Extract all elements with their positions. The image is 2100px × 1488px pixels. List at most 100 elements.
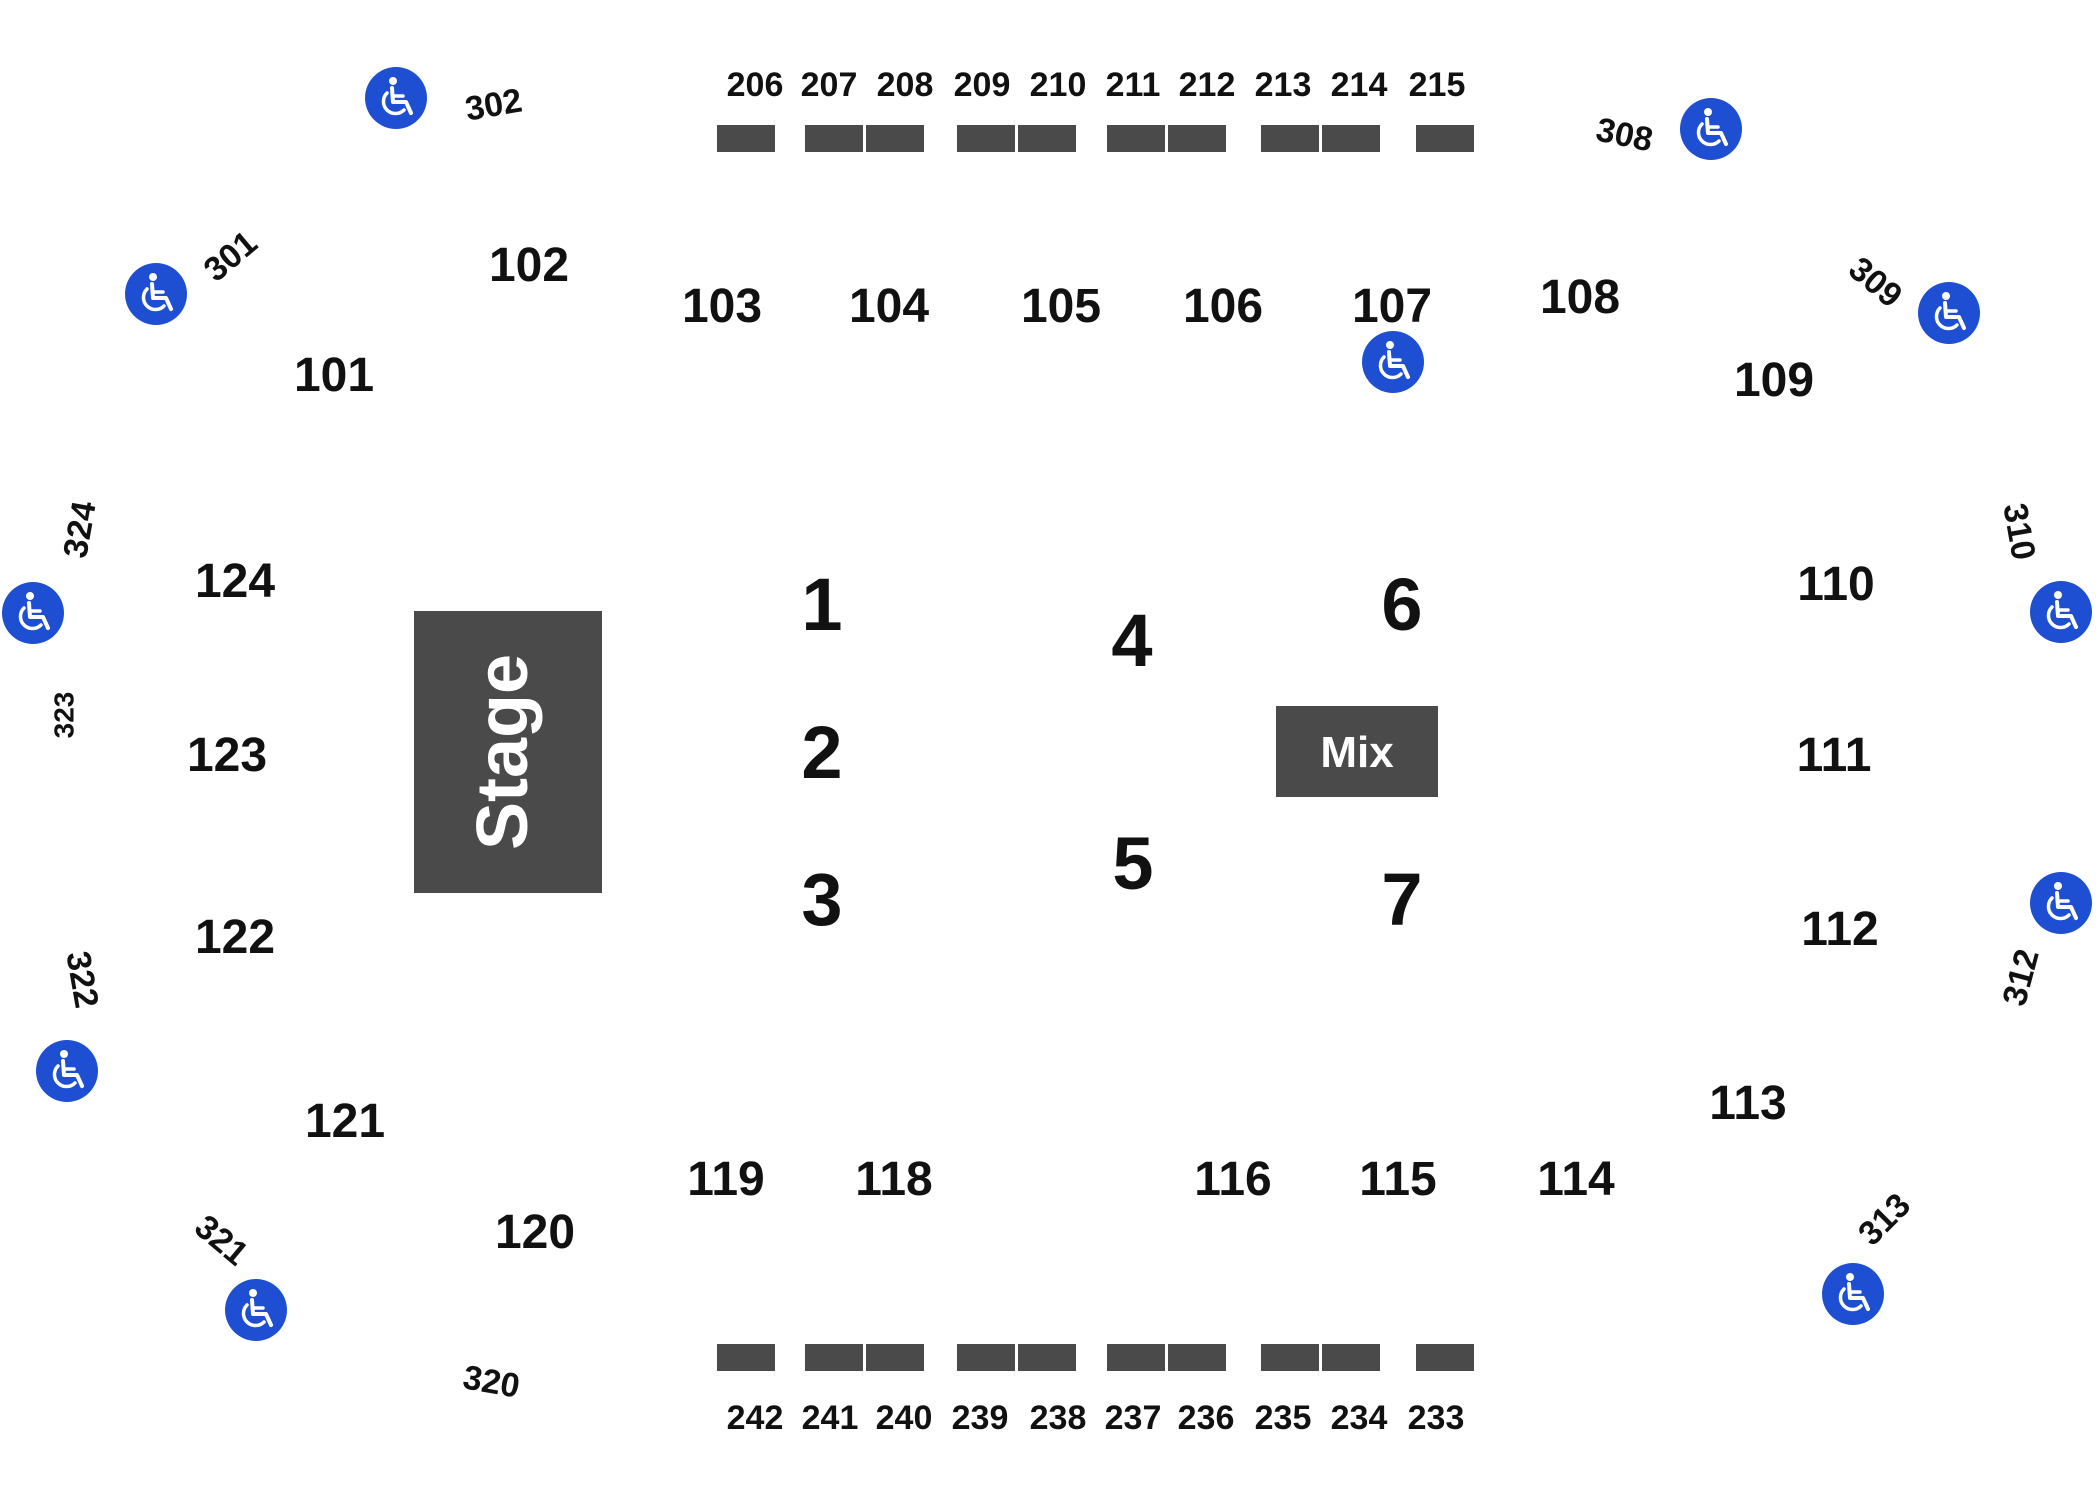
accessible-seating	[0, 65, 2094, 1343]
section-120[interactable]: 120	[495, 1206, 575, 1259]
block-213[interactable]	[1261, 125, 1319, 152]
block-209[interactable]	[957, 125, 1015, 152]
wheelchair-icon[interactable]	[123, 261, 189, 327]
section-105[interactable]: 105	[1021, 280, 1101, 333]
section-211[interactable]: 211	[1106, 66, 1161, 104]
section-108[interactable]: 108	[1540, 271, 1620, 324]
section-238[interactable]: 238	[1030, 1399, 1087, 1437]
section-240[interactable]: 240	[876, 1399, 933, 1437]
block-240[interactable]	[866, 1344, 924, 1371]
floor-section-3[interactable]: 3	[801, 858, 842, 941]
upper-bottom-labels: 242 241 240 239 238 237 236 235 234 233	[727, 1399, 1465, 1437]
section-123[interactable]: 123	[187, 729, 267, 782]
section-118[interactable]: 118	[855, 1153, 932, 1206]
block-234[interactable]	[1322, 1344, 1380, 1371]
block-214[interactable]	[1322, 125, 1380, 152]
section-241[interactable]: 241	[802, 1399, 859, 1437]
section-114[interactable]: 114	[1537, 1153, 1615, 1206]
section-212[interactable]: 212	[1179, 66, 1236, 104]
section-107[interactable]: 107	[1352, 280, 1432, 333]
section-236[interactable]: 236	[1178, 1399, 1235, 1437]
section-301[interactable]: 301	[197, 224, 265, 290]
section-214[interactable]: 214	[1331, 66, 1388, 104]
floor-section-2[interactable]: 2	[801, 711, 842, 794]
section-324[interactable]: 324	[56, 498, 103, 561]
section-104[interactable]: 104	[849, 280, 929, 333]
floor-sections: 1 2 3 4 5 6 7	[801, 563, 1422, 941]
section-308[interactable]: 308	[1593, 111, 1656, 160]
block-237[interactable]	[1107, 1344, 1165, 1371]
section-321[interactable]: 321	[187, 1208, 255, 1274]
wheelchair-icon[interactable]	[223, 1277, 289, 1343]
block-206[interactable]	[717, 125, 775, 152]
floor-section-5[interactable]: 5	[1112, 822, 1153, 905]
section-101[interactable]: 101	[294, 349, 374, 402]
stage[interactable]: Stage	[414, 611, 602, 893]
block-211[interactable]	[1107, 125, 1165, 152]
section-112[interactable]: 112	[1801, 903, 1878, 956]
section-109[interactable]: 109	[1734, 354, 1814, 407]
section-313[interactable]: 313	[1851, 1186, 1918, 1253]
wheelchair-icon[interactable]	[1916, 280, 1982, 346]
section-210[interactable]: 210	[1030, 66, 1087, 104]
block-210[interactable]	[1018, 125, 1076, 152]
section-215[interactable]: 215	[1409, 66, 1466, 104]
section-207[interactable]: 207	[801, 66, 858, 104]
floor-section-1[interactable]: 1	[801, 563, 842, 646]
block-241[interactable]	[805, 1344, 863, 1371]
upper-top-blocks	[717, 125, 1474, 152]
section-110[interactable]: 110	[1797, 558, 1874, 611]
block-208[interactable]	[866, 125, 924, 152]
section-206[interactable]: 206	[727, 66, 784, 104]
block-215[interactable]	[1416, 125, 1474, 152]
block-239[interactable]	[957, 1344, 1015, 1371]
wheelchair-icon[interactable]	[363, 65, 429, 131]
block-212[interactable]	[1168, 125, 1226, 152]
section-208[interactable]: 208	[877, 66, 934, 104]
section-322[interactable]: 322	[58, 948, 105, 1010]
section-312[interactable]: 312	[1995, 945, 2046, 1010]
section-237[interactable]: 237	[1105, 1399, 1162, 1437]
section-119[interactable]: 119	[687, 1153, 764, 1206]
section-233[interactable]: 233	[1408, 1399, 1465, 1437]
section-235[interactable]: 235	[1255, 1399, 1312, 1437]
wheelchair-icon[interactable]	[2028, 579, 2094, 645]
section-111[interactable]: 111	[1797, 729, 1872, 782]
section-115[interactable]: 115	[1359, 1153, 1436, 1206]
section-116[interactable]: 116	[1194, 1153, 1271, 1206]
mix-position[interactable]: Mix	[1276, 706, 1438, 797]
section-209[interactable]: 209	[954, 66, 1011, 104]
section-239[interactable]: 239	[952, 1399, 1009, 1437]
section-121[interactable]: 121	[305, 1095, 385, 1148]
section-213[interactable]: 213	[1255, 66, 1312, 104]
block-207[interactable]	[805, 125, 863, 152]
block-236[interactable]	[1168, 1344, 1226, 1371]
block-238[interactable]	[1018, 1344, 1076, 1371]
section-309[interactable]: 309	[1841, 250, 1909, 316]
section-103[interactable]: 103	[682, 280, 762, 333]
floor-section-7[interactable]: 7	[1381, 858, 1422, 941]
block-233[interactable]	[1416, 1344, 1474, 1371]
wheelchair-icon[interactable]	[1360, 329, 1426, 395]
section-124[interactable]: 124	[195, 555, 275, 608]
section-242[interactable]: 242	[727, 1399, 784, 1437]
block-235[interactable]	[1261, 1344, 1319, 1371]
section-113[interactable]: 113	[1709, 1077, 1786, 1130]
section-102[interactable]: 102	[489, 239, 569, 292]
section-323[interactable]: 323	[48, 692, 79, 739]
stage-block	[414, 611, 602, 893]
floor-section-4[interactable]: 4	[1111, 599, 1152, 682]
wheelchair-icon[interactable]	[0, 580, 66, 646]
wheelchair-icon[interactable]	[1678, 96, 1744, 162]
section-122[interactable]: 122	[195, 911, 275, 964]
section-106[interactable]: 106	[1183, 280, 1263, 333]
section-320[interactable]: 320	[460, 1358, 522, 1405]
wheelchair-icon[interactable]	[34, 1038, 100, 1104]
floor-section-6[interactable]: 6	[1381, 563, 1422, 646]
block-242[interactable]	[717, 1344, 775, 1371]
section-310[interactable]: 310	[1995, 500, 2042, 562]
section-234[interactable]: 234	[1331, 1399, 1388, 1437]
wheelchair-icon[interactable]	[1820, 1261, 1886, 1327]
section-302[interactable]: 302	[462, 81, 524, 128]
wheelchair-icon[interactable]	[2028, 870, 2094, 936]
